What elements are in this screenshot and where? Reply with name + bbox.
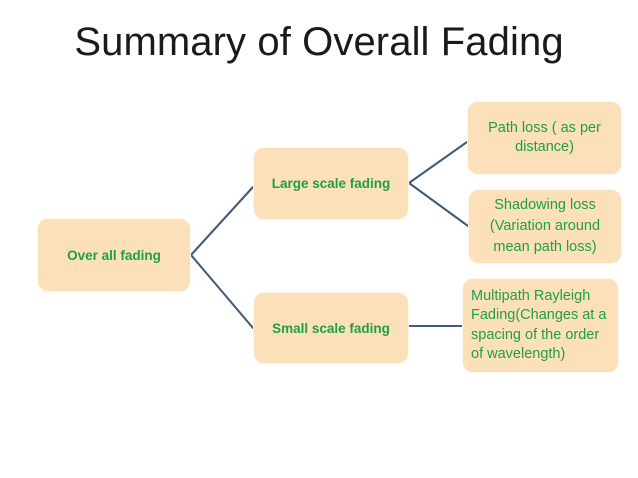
node-large-scale-fading-label: Large scale fading — [271, 176, 391, 191]
node-large-scale-fading[interactable]: Large scale fading — [253, 147, 409, 220]
node-path-loss-label: Path loss ( as per distance) — [488, 119, 601, 156]
edge-overall-to-large — [189, 185, 255, 257]
page-title: Summary of Overall Fading — [74, 20, 564, 64]
edge-overall-to-small — [189, 253, 255, 330]
node-overall-fading-label: Over all fading — [67, 247, 161, 263]
node-shadowing-loss[interactable]: Shadowing loss (Variation around mean pa… — [468, 189, 622, 264]
edge-large-to-shadowing — [407, 181, 470, 228]
node-path-loss[interactable]: Path loss ( as per distance) — [467, 101, 622, 175]
node-overall-fading[interactable]: Over all fading — [37, 218, 191, 292]
edge-large-to-pathloss — [407, 140, 469, 185]
node-shadowing-loss-label: Shadowing loss (Variation around mean pa… — [489, 197, 601, 255]
node-multipath-rayleigh-fading-label: Multipath Rayleigh Fading(Changes at a s… — [471, 287, 607, 363]
node-small-scale-fading-label: Small scale fading — [272, 320, 390, 336]
node-small-scale-fading[interactable]: Small scale fading — [253, 292, 409, 364]
node-multipath-rayleigh-fading[interactable]: Multipath Rayleigh Fading(Changes at a s… — [462, 278, 619, 373]
